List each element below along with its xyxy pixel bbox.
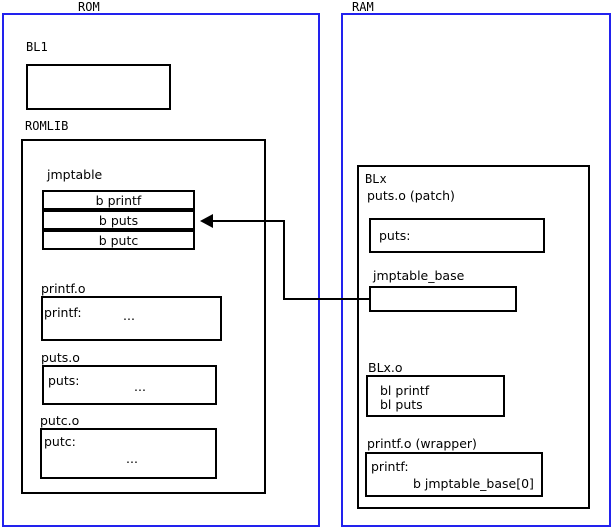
puts-patch-label: puts.o (patch) <box>367 188 455 203</box>
connector-segment-top <box>212 220 285 222</box>
ram-region <box>341 13 611 527</box>
connector-arrow-head-icon <box>200 214 213 228</box>
blx-o-box: bl printf bl puts <box>366 375 505 417</box>
putc-o-box: putc: ... <box>40 428 217 479</box>
jmptable-row-printf: b printf <box>42 190 195 210</box>
puts-o-symbol: puts: <box>48 373 80 388</box>
blx-o-line1: bl printf <box>380 383 430 398</box>
printf-wrapper-instruction: b jmptable_base[0] <box>413 476 534 491</box>
blx-o-label: BLx.o <box>368 360 403 375</box>
jmptable-row-putc: b putc <box>42 230 195 250</box>
jmptable-row-puts: b puts <box>42 210 195 230</box>
putc-o-label: putc.o <box>40 413 80 428</box>
putc-o-symbol: putc: <box>44 434 76 449</box>
putc-o-body: ... <box>126 451 138 466</box>
blx-o-line2: bl puts <box>380 397 423 412</box>
printf-wrapper-symbol: printf: <box>371 459 409 474</box>
rom-region <box>2 13 320 527</box>
printf-o-label: printf.o <box>41 281 86 296</box>
jmptable-base-box <box>369 286 517 312</box>
printf-o-body: ... <box>123 308 135 323</box>
puts-patch-box: puts: <box>369 218 545 253</box>
ram-region-label: RAM <box>352 0 374 14</box>
bl1-box <box>26 64 171 110</box>
printf-wrapper-box: printf: b jmptable_base[0] <box>365 452 543 497</box>
puts-o-label: puts.o <box>41 350 80 365</box>
puts-o-box: puts: ... <box>42 365 217 405</box>
rom-region-label: ROM <box>78 0 100 14</box>
printf-o-box: printf: ... <box>41 296 222 341</box>
jmptable-base-label: jmptable_base <box>373 268 465 283</box>
jmptable-label: jmptable <box>47 167 103 182</box>
connector-segment-vertical <box>283 220 285 300</box>
printf-o-symbol: printf: <box>44 305 82 320</box>
connector-segment-bottom <box>283 298 371 300</box>
puts-o-body: ... <box>134 379 146 394</box>
printf-wrapper-label: printf.o (wrapper) <box>367 436 477 451</box>
romlib-label: ROMLIB <box>25 119 69 133</box>
puts-patch-symbol: puts: <box>379 228 411 243</box>
blx-label: BLx <box>365 172 387 186</box>
bl1-label: BL1 <box>26 40 48 54</box>
